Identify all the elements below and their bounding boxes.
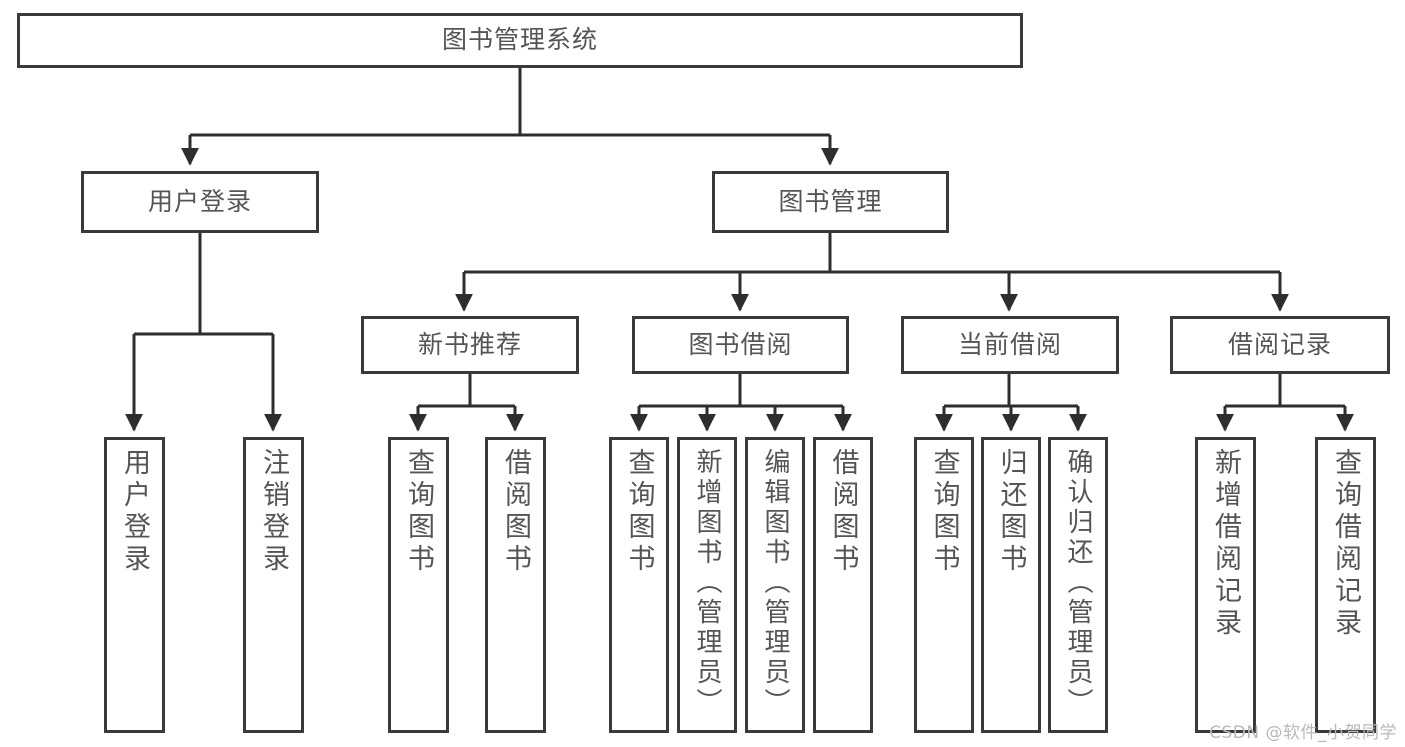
node-book-manage-label: 图书管理	[778, 186, 883, 216]
node-borrow-record-label: 借阅记录	[1227, 329, 1332, 359]
node-root[interactable]: 图书管理系统	[17, 13, 1023, 68]
node-leaf-logout[interactable]: 注销登录	[243, 437, 304, 733]
node-book-borrow-label: 图书借阅	[688, 329, 793, 359]
node-current-borrow[interactable]: 当前借阅	[901, 316, 1119, 374]
node-leaf-query-book-3-label: 查询图书	[928, 448, 960, 576]
node-leaf-edit-book-label: 编辑图书（管理员）	[760, 448, 790, 718]
node-leaf-query-book-1-label: 查询图书	[403, 448, 434, 576]
node-leaf-query-book-2[interactable]: 查询图书	[609, 437, 669, 733]
node-current-borrow-label: 当前借阅	[957, 329, 1062, 359]
node-leaf-query-record-label: 查询借阅记录	[1330, 448, 1361, 640]
node-leaf-query-book-1[interactable]: 查询图书	[388, 437, 449, 733]
node-user-login-label: 用户登录	[147, 186, 252, 216]
node-leaf-add-record[interactable]: 新增借阅记录	[1195, 437, 1256, 733]
node-leaf-query-book-3[interactable]: 查询图书	[914, 437, 974, 733]
node-leaf-borrow-book-2-label: 借阅图书	[827, 448, 859, 576]
watermark: CSDN @软件_小贺同学	[1209, 723, 1397, 743]
edge-borrow-record-trunk	[1225, 374, 1345, 408]
node-borrow-record[interactable]: 借阅记录	[1170, 316, 1390, 374]
node-leaf-user-login-label: 用户登录	[119, 448, 150, 576]
node-leaf-add-book[interactable]: 新增图书（管理员）	[677, 437, 737, 733]
node-new-book-recommend-label: 新书推荐	[417, 329, 522, 359]
edge-user-login-trunk	[134, 233, 273, 336]
node-leaf-return-book[interactable]: 归还图书	[981, 437, 1041, 733]
node-leaf-query-record[interactable]: 查询借阅记录	[1315, 437, 1376, 733]
node-leaf-borrow-book-1[interactable]: 借阅图书	[485, 437, 546, 733]
node-leaf-query-book-2-label: 查询图书	[623, 448, 655, 576]
node-book-borrow[interactable]: 图书借阅	[632, 316, 849, 374]
node-book-manage[interactable]: 图书管理	[712, 171, 949, 233]
edge-book-borrow-trunk	[639, 374, 843, 408]
node-leaf-edit-book[interactable]: 编辑图书（管理员）	[745, 437, 805, 733]
node-user-login[interactable]: 用户登录	[81, 171, 319, 233]
node-leaf-confirm-return[interactable]: 确认归还（管理员）	[1048, 437, 1108, 733]
node-leaf-user-login[interactable]: 用户登录	[104, 437, 165, 733]
node-new-book-recommend[interactable]: 新书推荐	[361, 316, 579, 374]
node-leaf-borrow-book-2[interactable]: 借阅图书	[813, 437, 873, 733]
edge-new-book-recommend-trunk	[418, 374, 515, 408]
edge-current-borrow-trunk	[944, 374, 1078, 408]
node-leaf-confirm-return-label: 确认归还（管理员）	[1063, 448, 1093, 718]
node-leaf-borrow-book-1-label: 借阅图书	[500, 448, 531, 576]
node-leaf-add-record-label: 新增借阅记录	[1210, 448, 1241, 640]
node-leaf-add-book-label: 新增图书（管理员）	[692, 448, 722, 718]
node-leaf-return-book-label: 归还图书	[995, 448, 1027, 576]
node-root-label: 图书管理系统	[441, 25, 598, 55]
edge-book-manage-trunk	[464, 233, 1280, 274]
node-leaf-logout-label: 注销登录	[258, 448, 289, 576]
edge-root-trunk	[190, 68, 830, 137]
